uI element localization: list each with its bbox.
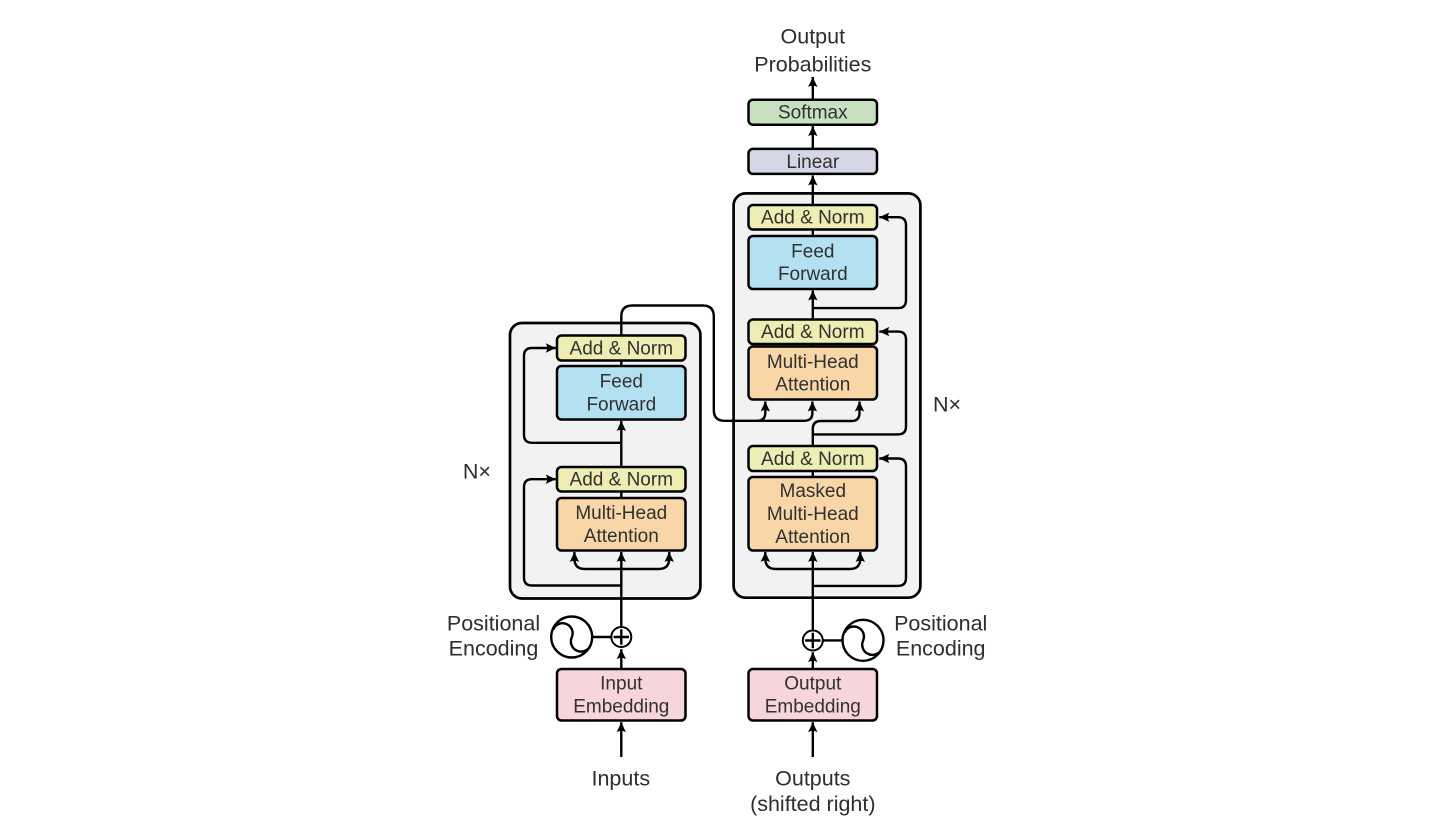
svg-text:Positional: Positional: [447, 611, 540, 635]
svg-text:N×: N×: [463, 460, 491, 484]
svg-text:Output: Output: [784, 674, 842, 695]
svg-text:Masked: Masked: [780, 481, 847, 502]
svg-text:Encoding: Encoding: [896, 637, 986, 661]
svg-text:Add & Norm: Add & Norm: [570, 470, 673, 491]
svg-text:Linear: Linear: [786, 152, 839, 173]
svg-text:N×: N×: [933, 393, 961, 417]
svg-text:Add & Norm: Add & Norm: [761, 449, 864, 470]
svg-text:Attention: Attention: [775, 527, 850, 548]
svg-text:Multi-Head: Multi-Head: [767, 352, 859, 373]
svg-text:Add & Norm: Add & Norm: [570, 338, 673, 359]
svg-text:Add & Norm: Add & Norm: [761, 322, 864, 343]
svg-text:(shifted right): (shifted right): [750, 792, 875, 816]
svg-text:Outputs: Outputs: [775, 766, 850, 790]
svg-text:Feed: Feed: [600, 372, 643, 393]
svg-text:Multi-Head: Multi-Head: [767, 504, 859, 525]
svg-text:Encoding: Encoding: [449, 637, 539, 661]
svg-text:Add & Norm: Add & Norm: [761, 208, 864, 229]
svg-text:Attention: Attention: [584, 526, 659, 547]
svg-text:Attention: Attention: [775, 375, 850, 396]
svg-text:Feed: Feed: [791, 241, 834, 262]
svg-text:Softmax: Softmax: [778, 103, 848, 124]
svg-text:Input: Input: [600, 674, 643, 695]
svg-text:Output: Output: [781, 25, 846, 49]
svg-text:Multi-Head: Multi-Head: [575, 503, 667, 524]
svg-text:Embedding: Embedding: [573, 696, 669, 717]
svg-text:Embedding: Embedding: [765, 696, 861, 717]
svg-text:Inputs: Inputs: [592, 766, 651, 790]
svg-text:Forward: Forward: [586, 394, 656, 415]
svg-text:Forward: Forward: [778, 264, 848, 285]
svg-text:Positional: Positional: [894, 611, 987, 635]
svg-text:Probabilities: Probabilities: [754, 52, 871, 76]
